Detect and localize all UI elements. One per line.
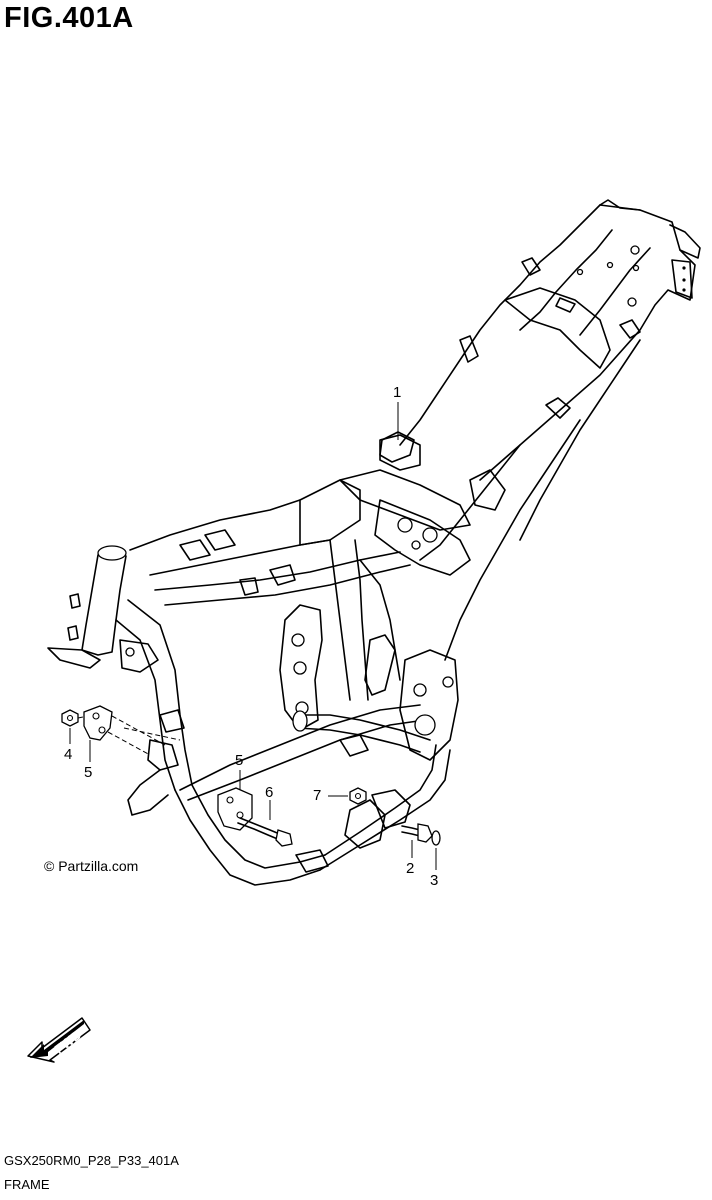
rear-subframe [399, 199, 701, 481]
part-6-bolt [237, 800, 293, 847]
callout-3: 3 [430, 872, 439, 889]
figure-title: FIG.401A [4, 2, 134, 34]
callout-2: 2 [406, 860, 415, 877]
callout-5-center: 5 [235, 752, 244, 769]
callout-7: 7 [313, 787, 322, 804]
fwd-arrow-icon: FWD [27, 1017, 91, 1063]
footer-code: GSX250RM0_P28_P33_401A [4, 1153, 179, 1168]
part-3-washer [431, 830, 441, 870]
watermark-text: © Partzilla.com [44, 858, 139, 874]
callout-5-left: 5 [84, 764, 93, 781]
footer-name: FRAME [4, 1177, 50, 1192]
part-7-nut [328, 787, 367, 805]
front-frame [47, 479, 459, 886]
main-spine [339, 339, 641, 661]
callout-4: 4 [64, 746, 73, 763]
part-2-bolt [401, 823, 433, 858]
callout-6: 6 [265, 784, 274, 801]
part-5-plate-left [83, 705, 166, 762]
callout-1: 1 [393, 384, 402, 401]
part-4-nut [61, 709, 89, 744]
